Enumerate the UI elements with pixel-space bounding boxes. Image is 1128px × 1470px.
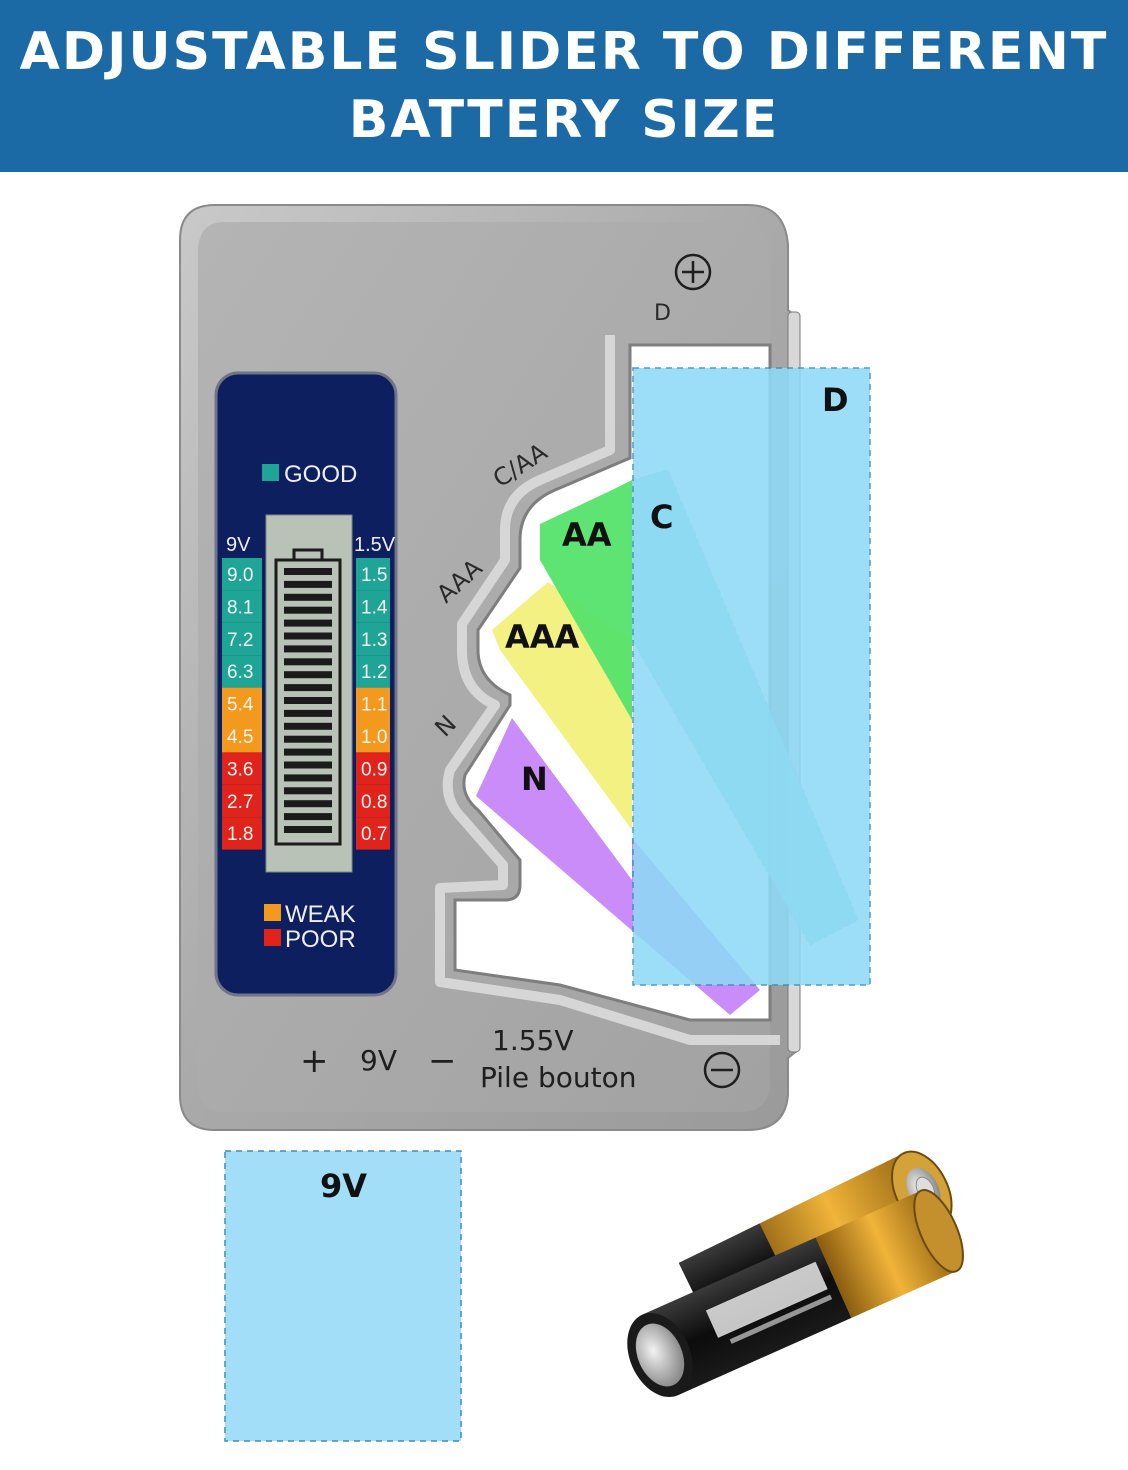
left-scale-band — [222, 784, 262, 818]
left-scale-band — [222, 590, 262, 623]
overlay-label-9v: 9V — [320, 1167, 367, 1205]
level-bar — [284, 697, 332, 704]
level-bar — [284, 645, 332, 653]
button-cell-name: Pile bouton — [480, 1061, 636, 1094]
level-bar — [284, 580, 332, 588]
level-bar — [284, 722, 332, 730]
button-cell-voltage: 1.55V — [492, 1024, 574, 1057]
product-scene: D C/AA AAA N + 9V − 1.55V Pile bouton GO… — [179, 204, 964, 1442]
nine-volt-zone — [224, 1150, 462, 1442]
left-scale-value: 2.7 — [227, 792, 253, 813]
level-bar — [284, 568, 332, 575]
level-bar — [284, 671, 332, 679]
level-bar — [284, 684, 332, 692]
level-bar — [284, 658, 332, 666]
left-scale-value: 6.3 — [227, 662, 253, 683]
level-bar — [284, 787, 332, 795]
right-scale-band — [356, 720, 390, 753]
level-bar — [284, 619, 332, 627]
legend-poor-swatch — [264, 929, 281, 946]
battery-cavity-rim — [435, 335, 780, 1045]
left-scale-value: 8.1 — [227, 597, 253, 618]
overlay-label-aaa: AAA — [505, 618, 580, 656]
level-bar — [284, 774, 332, 782]
right-scale-band — [356, 622, 390, 656]
bottom-plus-label: + — [300, 1041, 329, 1081]
overlay-label-n: N — [521, 760, 548, 798]
right-voltage-scale: 1.5 1.4 1.3 1.2 1.1 1.0 0.9 0.8 0.7 — [356, 558, 390, 850]
level-bar — [284, 748, 332, 756]
nine-volt-zone-group: 9V — [224, 1150, 462, 1442]
left-scale-value: 5.4 — [227, 695, 254, 716]
scale-header-9v: 9V — [226, 534, 251, 556]
right-scale-band — [356, 655, 390, 688]
legend-good-swatch — [262, 464, 279, 481]
left-scale-band — [222, 817, 262, 850]
right-scale-band — [356, 752, 390, 785]
left-scale-band — [222, 752, 262, 785]
slot-label-d: D — [654, 301, 671, 326]
title-banner: ADJUSTABLE SLIDER TO DIFFERENT BATTERY S… — [0, 0, 1128, 172]
bottom-9v-label: 9V — [360, 1044, 397, 1077]
legend-weak-swatch — [264, 904, 281, 921]
legend-weak-label: WEAK — [285, 901, 356, 928]
right-scale-value: 1.5 — [361, 565, 387, 586]
overlay-label-c: C — [650, 498, 673, 536]
right-scale-value: 1.4 — [361, 597, 388, 618]
lcd-display: GOOD 9V 1.5V 9.0 8.1 7.2 6.3 5.4 4.5 3.6 2.7 1.8… — [214, 371, 398, 997]
left-scale-value: 4.5 — [227, 727, 253, 748]
level-bar — [284, 813, 332, 821]
right-scale-value: 0.8 — [361, 792, 387, 813]
bottom-minus-label: − — [428, 1041, 457, 1081]
battery-outline-body — [274, 558, 342, 846]
level-bar — [284, 593, 332, 601]
minus-circle-icon — [703, 1051, 741, 1089]
legend-poor-label: POOR — [285, 926, 356, 953]
battery-front — [627, 1189, 964, 1398]
plus-circle-icon — [674, 253, 712, 291]
legend-good-label: GOOD — [284, 461, 357, 488]
right-scale-band — [356, 590, 390, 623]
left-scale-value: 3.6 — [227, 759, 253, 780]
left-voltage-scale: 9.0 8.1 7.2 6.3 5.4 4.5 3.6 2.7 1.8 — [222, 558, 262, 850]
left-scale-value: 9.0 — [227, 565, 253, 586]
overlay-label-d: D — [822, 381, 849, 419]
right-scale-value: 1.1 — [361, 695, 387, 716]
right-scale-value: 1.3 — [361, 630, 387, 651]
level-bar — [284, 735, 332, 743]
level-bar — [284, 709, 332, 717]
right-scale-band — [356, 817, 390, 850]
right-scale-value: 1.0 — [361, 727, 387, 748]
left-scale-value: 7.2 — [227, 630, 253, 651]
d-zone — [632, 367, 871, 986]
left-scale-band — [222, 720, 262, 753]
aa-zone — [540, 480, 632, 720]
level-bar — [284, 761, 332, 769]
right-scale-value: 0.9 — [361, 759, 387, 780]
left-scale-band — [222, 622, 262, 656]
right-scale-band — [356, 784, 390, 818]
left-scale-band — [222, 558, 262, 591]
level-bar — [284, 606, 332, 614]
right-scale-band — [356, 558, 390, 591]
overlay-label-aa: AA — [562, 516, 612, 554]
right-scale-value: 0.7 — [361, 824, 387, 845]
banner-title-line-1: ADJUSTABLE SLIDER TO DIFFERENT — [19, 22, 1109, 82]
size-zones: D C AA AAA N — [476, 367, 871, 1015]
battery-level-bars — [284, 568, 332, 833]
left-scale-band — [222, 655, 262, 688]
aa-batteries-image — [627, 1150, 964, 1398]
banner-title-line-2: BATTERY SIZE — [348, 90, 780, 150]
level-bar — [284, 800, 332, 808]
level-bar — [284, 632, 332, 640]
right-scale-value: 1.2 — [361, 662, 387, 683]
left-scale-value: 1.8 — [227, 824, 253, 845]
scale-header-1-5v: 1.5V — [354, 534, 396, 556]
level-bar — [284, 826, 332, 833]
right-scale-band — [356, 687, 390, 720]
left-scale-band — [222, 687, 262, 720]
